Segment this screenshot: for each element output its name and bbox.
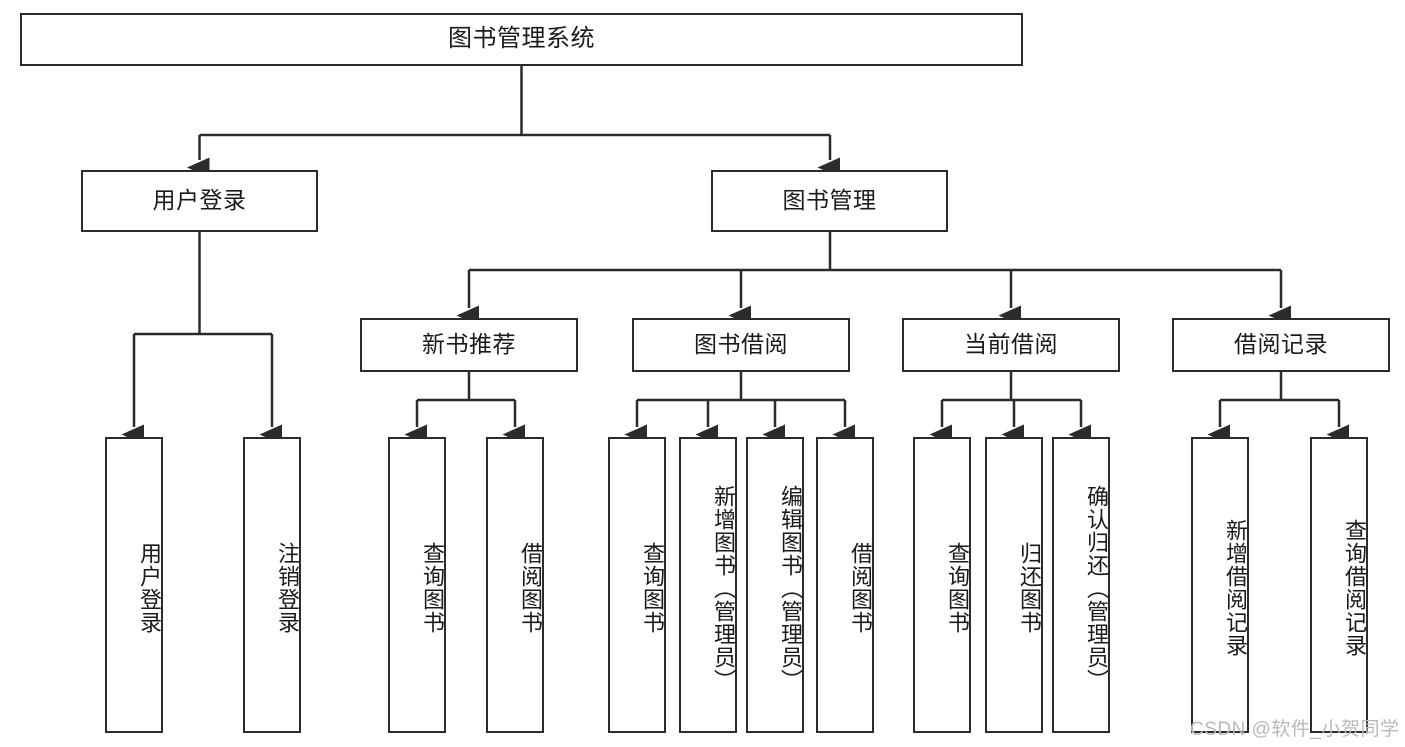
node-new-book-recommend[interactable]: 新书推荐 — [360, 318, 578, 372]
leaf-confirm-return-admin[interactable]: 确认归还（管理员） — [1052, 437, 1110, 733]
leaf-edit-book-admin[interactable]: 编辑图书（管理员） — [746, 437, 804, 733]
node-root-system[interactable]: 图书管理系统 — [20, 13, 1023, 66]
leaf-label: 确认归还（管理员） — [1084, 484, 1109, 692]
leaf-user-login[interactable]: 用户登录 — [105, 437, 163, 733]
leaf-label: 借阅图书 — [848, 542, 873, 634]
leaf-add-borrow-record[interactable]: 新增借阅记录 — [1191, 437, 1249, 733]
leaf-query-book-borrow[interactable]: 查询图书 — [608, 437, 666, 733]
leaf-return-book[interactable]: 归还图书 — [985, 437, 1043, 733]
leaf-label: 查询图书 — [945, 542, 970, 634]
leaf-query-borrow-record[interactable]: 查询借阅记录 — [1310, 437, 1368, 733]
csdn-watermark: CSDN @软件_小贺同学 — [1190, 719, 1400, 740]
node-borrow-record[interactable]: 借阅记录 — [1172, 318, 1390, 372]
leaf-label: 新增图书（管理员） — [711, 484, 736, 692]
leaf-label: 借阅图书 — [518, 542, 543, 634]
leaf-user-logout[interactable]: 注销登录 — [243, 437, 301, 733]
leaf-borrow-book[interactable]: 借阅图书 — [816, 437, 874, 733]
leaf-label: 查询图书 — [640, 542, 665, 634]
leaf-label: 新增借阅记录 — [1223, 519, 1248, 657]
leaf-borrow-book-recommend[interactable]: 借阅图书 — [486, 437, 544, 733]
node-book-borrow[interactable]: 图书借阅 — [632, 318, 850, 372]
leaf-add-book-admin[interactable]: 新增图书（管理员） — [679, 437, 737, 733]
leaf-label: 注销登录 — [275, 542, 300, 634]
node-current-borrow[interactable]: 当前借阅 — [902, 318, 1120, 372]
leaf-query-book-current[interactable]: 查询图书 — [913, 437, 971, 733]
leaf-label: 编辑图书（管理员） — [778, 484, 803, 692]
leaf-label: 归还图书 — [1017, 542, 1042, 634]
node-book-management[interactable]: 图书管理 — [711, 170, 948, 232]
node-user-login[interactable]: 用户登录 — [81, 170, 318, 232]
leaf-label: 查询借阅记录 — [1342, 519, 1367, 657]
leaf-query-book-recommend[interactable]: 查询图书 — [388, 437, 446, 733]
leaf-label: 用户登录 — [137, 542, 162, 634]
leaf-label: 查询图书 — [420, 542, 445, 634]
